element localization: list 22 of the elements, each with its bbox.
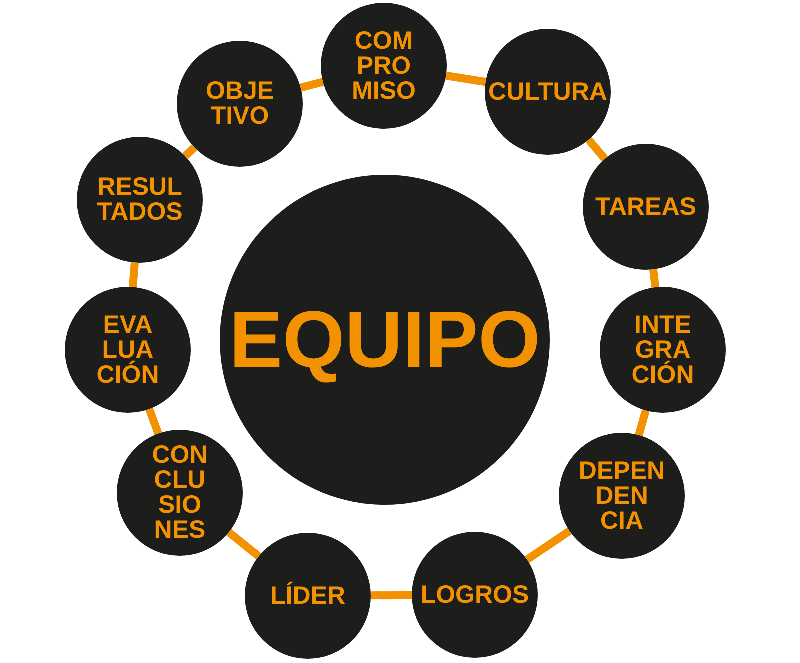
ring-connector (226, 529, 262, 560)
ring-connector (586, 137, 608, 162)
ring-connector (635, 410, 650, 436)
node-label: LÍDER (270, 584, 346, 608)
node-label: INTE GRA CIÓN (632, 312, 694, 388)
ring-connector (300, 78, 324, 92)
node-label: EVA LUA CIÓN (96, 312, 160, 388)
ring-connector (146, 408, 162, 436)
ring-connector (446, 72, 486, 86)
ring-connector (649, 269, 660, 288)
ring-connector (525, 528, 572, 564)
node-label: DEPEN DEN CIA (578, 458, 666, 534)
node-label: OBJE TIVO (206, 79, 274, 129)
ring-connector (129, 262, 139, 288)
node-label: TAREAS (596, 194, 696, 220)
node-label: COM PRO MISO (352, 28, 416, 104)
node-label: CON CLU SIO NES (152, 443, 208, 543)
ring-connector (370, 591, 412, 600)
node-label: RESUL TADOS (97, 175, 183, 225)
ring-connector (182, 144, 198, 160)
node-label: CULTURA (488, 80, 608, 104)
node-label: LOGROS (420, 582, 530, 608)
